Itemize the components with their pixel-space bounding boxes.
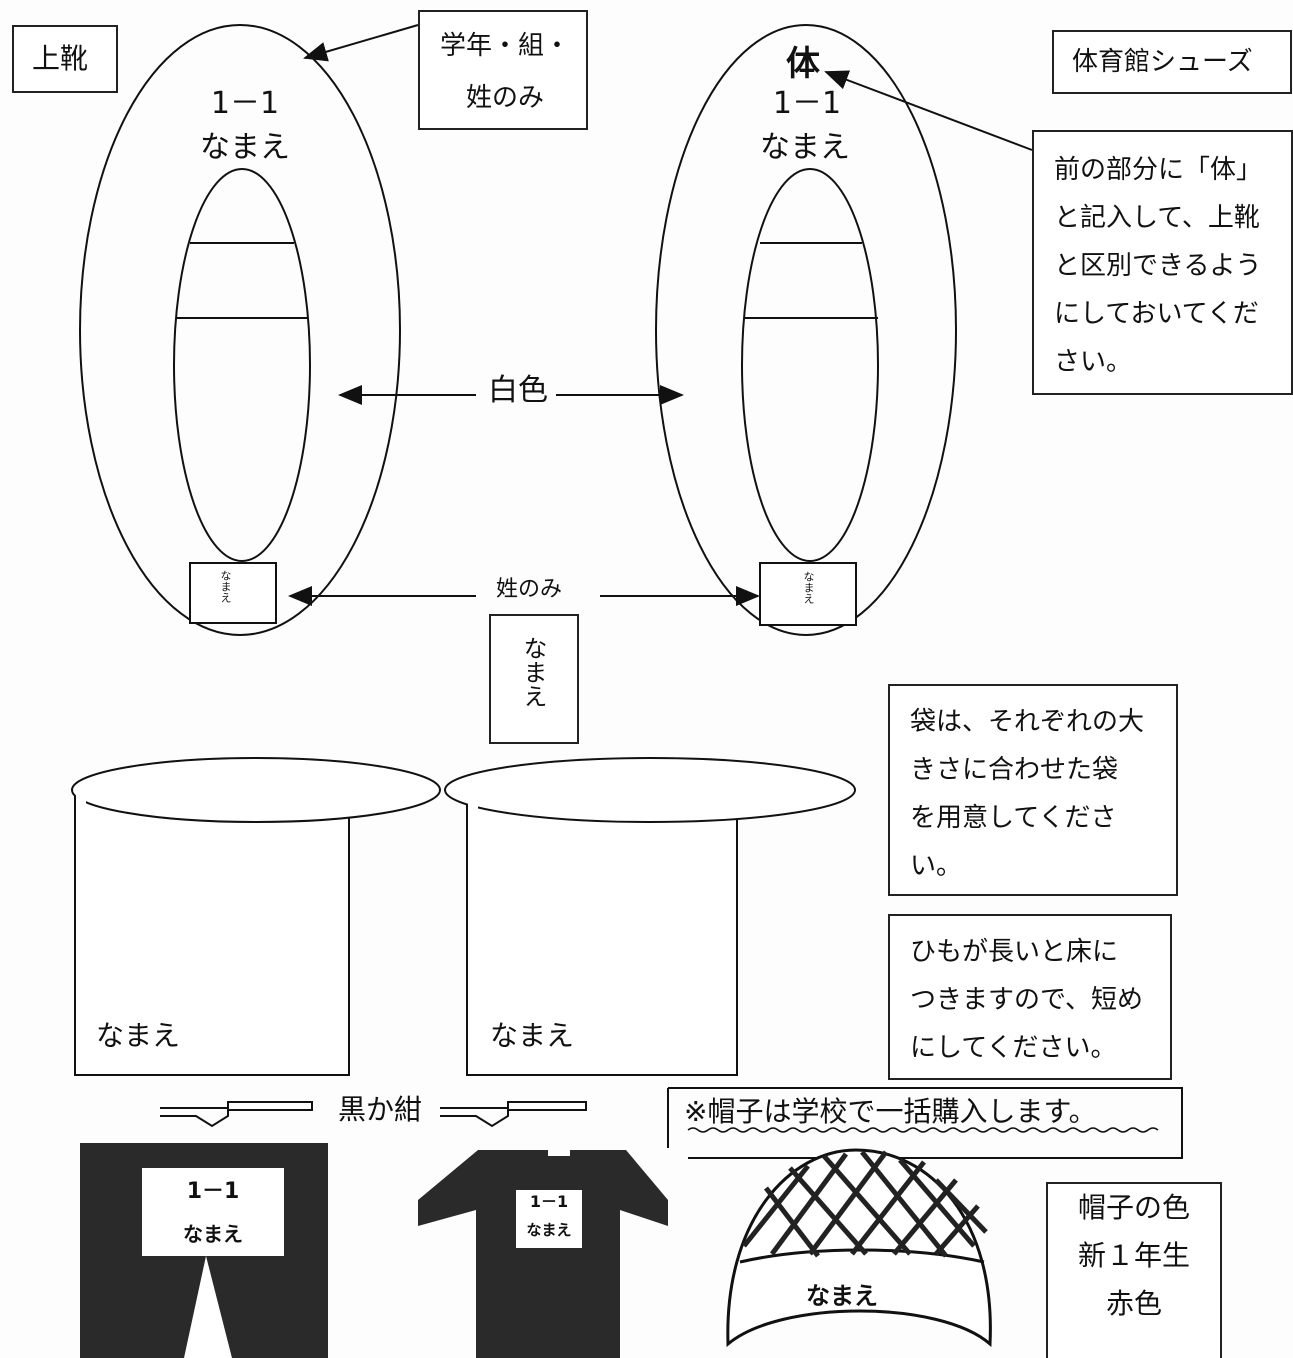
shirt [418,1150,668,1358]
bag-note-box: 袋は、それぞれの大 きさに合わせた袋 を用意してくださ い。 [888,684,1178,896]
callout-tai-text: 前の部分に「体」 と記入して、上靴 と区別できるよう にしておいてくだ さい。 [1054,155,1263,377]
hat-color-text: 帽子の色 新１年生 赤色 [1077,1191,1190,1320]
hat [726,1148,992,1348]
white-color-label: 白色 [488,373,548,408]
heel-name-left: なまえ [219,570,232,603]
bag-note-text: 袋は、それぞれの大 きさに合わせた袋 を用意してくださ い。 [910,707,1145,881]
garment-color-label: 黒か紺 [338,1093,423,1126]
hat-color-box: 帽子の色 新１年生 赤色 [1046,1182,1222,1358]
name-tag-box: なまえ [489,614,579,744]
pants [80,1143,328,1358]
pants-class: 1－1 [186,1179,240,1204]
shirt-class: 1－1 [529,1192,569,1211]
bag-left-name: なまえ [96,1019,181,1052]
uwabaki-shoe [79,24,401,636]
callout-arrow-left [303,24,419,62]
hat-name: なまえ [806,1282,878,1310]
color-arrows [160,1101,587,1128]
shoe-left-name: なまえ [200,130,290,165]
surname-only-label: 姓のみ [496,577,563,602]
bag-right-name: なまえ [490,1019,575,1052]
string-note-text: ひもが長いと床に つきますので、短め にしてください。 [910,937,1143,1063]
callout-tai-box: 前の部分に「体」 と記入して、上靴 と区別できるよう にしておいてくだ さい。 [1032,130,1293,395]
name-tag-text: なまえ [519,636,547,708]
uwabaki-label: 上靴 [32,42,89,75]
shoe-right-name: なまえ [760,130,850,165]
shoe-right-class: 1－1 [772,86,842,121]
taiikukan-shoe [655,24,957,636]
callout-arrow-right [824,70,1033,151]
uwabaki-label-box: 上靴 [12,25,118,93]
tai-mark: 体 [786,44,820,84]
shirt-name: なまえ [526,1221,572,1239]
taiikukan-label-box: 体育館シューズ [1052,30,1292,94]
callout-name-box: 学年・組・ 姓のみ [418,10,588,130]
heel-name-right: なまえ [802,571,815,604]
hat-note-frame [667,1087,1183,1159]
string-note-box: ひもが長いと床に つきますので、短め にしてください。 [888,914,1172,1080]
taiikukan-label: 体育館シューズ [1072,47,1253,77]
shoe-left-class: 1－1 [210,86,280,121]
hat-note-text: ※帽子は学校で一括購入します。 [684,1095,1097,1128]
pants-name: なまえ [183,1222,243,1246]
bag-left [71,757,441,1076]
bag-right [444,757,856,1076]
callout-name-text: 学年・組・ 姓のみ [439,31,570,113]
